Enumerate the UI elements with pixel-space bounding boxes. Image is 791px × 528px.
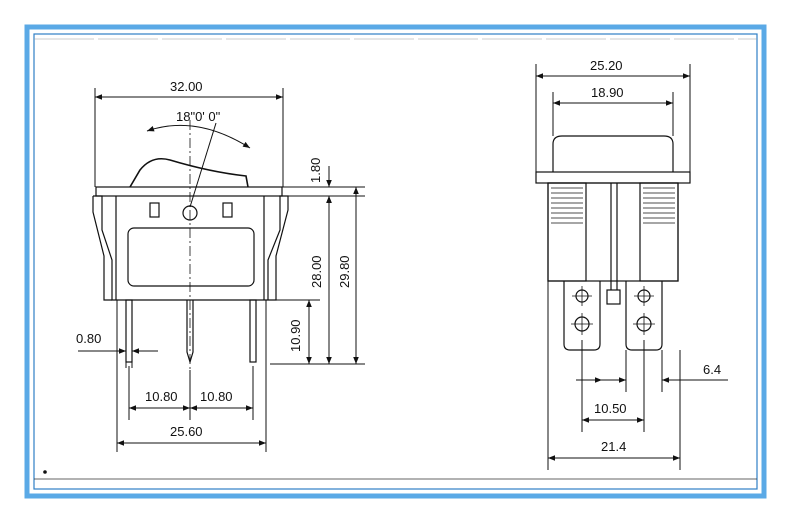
dim-width-outer xyxy=(535,64,691,172)
left-terminal-1 xyxy=(125,299,133,363)
right-view xyxy=(535,135,691,351)
dim-width-top-label: 32.00 xyxy=(170,79,203,94)
right-flange xyxy=(535,171,691,184)
right-rib-left xyxy=(547,182,587,282)
left-body-side xyxy=(92,196,112,301)
hole-crosshairs xyxy=(571,286,655,335)
dim-width-bottom-right-label: 21.4 xyxy=(601,439,626,454)
right-rocker xyxy=(552,135,674,172)
left-window xyxy=(127,227,255,287)
dim-terminal-width xyxy=(600,350,728,392)
dim-width-top xyxy=(94,88,284,187)
left-terminal-3 xyxy=(249,299,257,363)
dim-pitch xyxy=(128,366,254,420)
dim-terminal-width-label: 6.4 xyxy=(703,362,721,377)
left-view xyxy=(92,157,289,365)
dim-terminal-thickness-label: 0.80 xyxy=(76,331,101,346)
dim-heights xyxy=(260,166,365,365)
dim-terminal-pitch-label: 10.50 xyxy=(594,401,627,416)
dot-mark xyxy=(43,470,47,474)
dim-pitch-right-label: 10.80 xyxy=(200,389,233,404)
angle-line xyxy=(189,122,217,208)
right-rib-right xyxy=(639,182,679,282)
left-rocker xyxy=(129,157,249,188)
dim-width-bottom-label: 25.60 xyxy=(170,424,203,439)
dim-width-outer-label: 25.20 xyxy=(590,58,623,73)
dim-height-body-label: 28.00 xyxy=(309,255,324,288)
dim-width-bottom xyxy=(116,300,267,452)
dim-pitch-left-label: 10.80 xyxy=(145,389,178,404)
dim-width-inner-label: 18.90 xyxy=(591,85,624,100)
dim-height-cap-label: 1.80 xyxy=(308,158,323,183)
left-slot-1 xyxy=(149,202,160,218)
dim-height-terminal-label: 10.90 xyxy=(288,319,303,352)
dim-height-total-label: 29.80 xyxy=(337,255,352,288)
left-cap-plate xyxy=(95,186,283,197)
angle-arc xyxy=(146,124,251,149)
dim-terminal-pitch xyxy=(576,340,645,432)
rib-stripes xyxy=(551,187,675,224)
frame-outer xyxy=(24,24,767,499)
frame-inner xyxy=(33,33,758,490)
left-body xyxy=(93,195,289,301)
left-slot-2 xyxy=(222,202,233,218)
dim-width-bottom-right xyxy=(547,281,681,470)
right-center-tab xyxy=(606,289,621,305)
angle-label: 18"0' 0" xyxy=(176,109,221,124)
dim-width-inner xyxy=(552,92,674,136)
dim-terminal-thickness xyxy=(78,340,158,368)
